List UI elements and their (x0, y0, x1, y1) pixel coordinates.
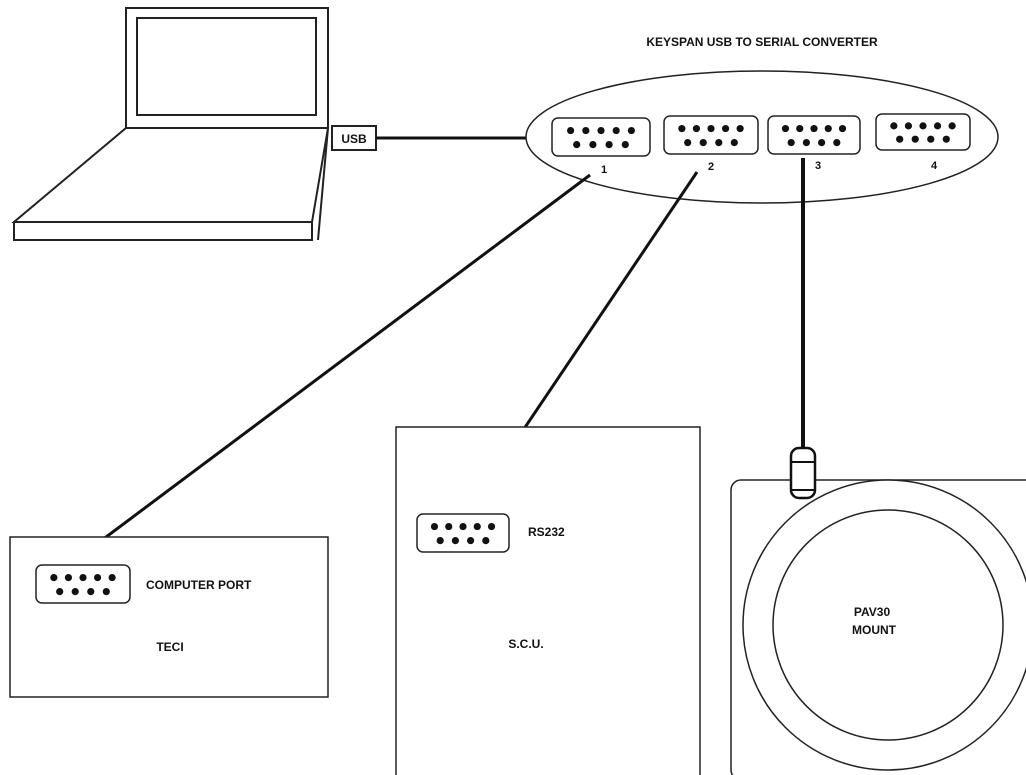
converter-port-2-label: 2 (708, 161, 714, 173)
connector-pin (87, 588, 95, 596)
mount-inner-ring (772, 509, 1004, 741)
cable-port1-to-teci (81, 173, 591, 557)
connector-pin (796, 124, 804, 133)
connector-pin (810, 124, 818, 133)
connector-pin (102, 588, 110, 596)
connector-pin (71, 588, 79, 596)
connector-pin (802, 139, 810, 147)
scu-port-label: RS232 (528, 525, 565, 539)
connector-pin (621, 141, 629, 149)
connector-pin (451, 537, 459, 545)
connector-pin (573, 141, 581, 149)
connector-pin (108, 573, 116, 582)
laptop (11, 7, 330, 241)
connector-pin (627, 126, 635, 135)
scu-box (395, 426, 701, 775)
connector-pin (482, 537, 490, 545)
connector-pin (430, 522, 439, 531)
connector-pin (818, 139, 826, 147)
connector-pin (597, 126, 605, 135)
converter-body (525, 70, 999, 204)
connector-pin (948, 122, 956, 130)
teci-port-label: COMPUTER PORT (146, 578, 252, 592)
connector-pin (730, 139, 738, 147)
connector-pin (904, 122, 913, 130)
connector-pin (445, 522, 453, 531)
connector-pin (736, 124, 744, 133)
connector-pin (64, 573, 73, 582)
connector-pin (436, 537, 444, 545)
connector-pin (715, 139, 723, 147)
connector-pin (678, 124, 686, 133)
connector-pin (781, 124, 790, 133)
connector-pin (684, 139, 692, 147)
connector-pin (582, 126, 590, 135)
connector-pin (896, 135, 904, 143)
connector-pin (927, 135, 935, 143)
connector-pin (567, 126, 575, 135)
converter-title: KEYSPAN USB TO SERIAL CONVERTER (646, 35, 878, 49)
teci-box (9, 536, 329, 698)
connector-pin (699, 139, 707, 147)
converter-port-1 (551, 117, 651, 157)
connector-pin (93, 573, 102, 582)
connector-pin (56, 588, 64, 596)
mount-name-line1: PAV30 (854, 605, 891, 619)
teci-name: TECI (156, 640, 183, 654)
connector-pin (721, 124, 730, 133)
teci-computer-port (35, 564, 131, 604)
converter-port-4 (875, 113, 971, 151)
connector-pin (589, 141, 597, 149)
converter-port-1-label: 1 (601, 164, 607, 176)
usb-label: USB (341, 132, 367, 146)
connector-pin (487, 522, 496, 531)
mount-name-line2: MOUNT (852, 623, 897, 637)
connector-pin (79, 573, 87, 582)
connector-pin (707, 124, 715, 133)
converter-port-3-label: 3 (815, 160, 821, 172)
connector-pin (473, 522, 481, 531)
converter-port-3 (767, 115, 861, 155)
connector-pin (942, 135, 950, 143)
connector-pin (459, 522, 467, 531)
scu-rs232-port (416, 513, 510, 553)
connector-pin (50, 573, 58, 582)
laptop-base-front (13, 221, 313, 241)
connector-pin (692, 124, 701, 133)
connector-pin (919, 122, 927, 130)
connector-pin (838, 124, 847, 133)
converter-port-2 (663, 115, 759, 155)
connector-pin (833, 139, 841, 147)
scu-name: S.C.U. (508, 637, 543, 651)
connector-pin (467, 537, 475, 545)
converter-port-4-label: 4 (931, 160, 938, 172)
connector-pin (605, 141, 613, 149)
connector-pin (787, 139, 795, 147)
mount-connector (789, 446, 817, 500)
connector-pin (911, 135, 919, 143)
connector-pin (612, 126, 620, 135)
connector-pin (824, 124, 832, 133)
connector-pin (890, 122, 898, 130)
laptop-screen (136, 17, 317, 116)
connector-pin (933, 122, 942, 130)
laptop-base (11, 127, 330, 223)
